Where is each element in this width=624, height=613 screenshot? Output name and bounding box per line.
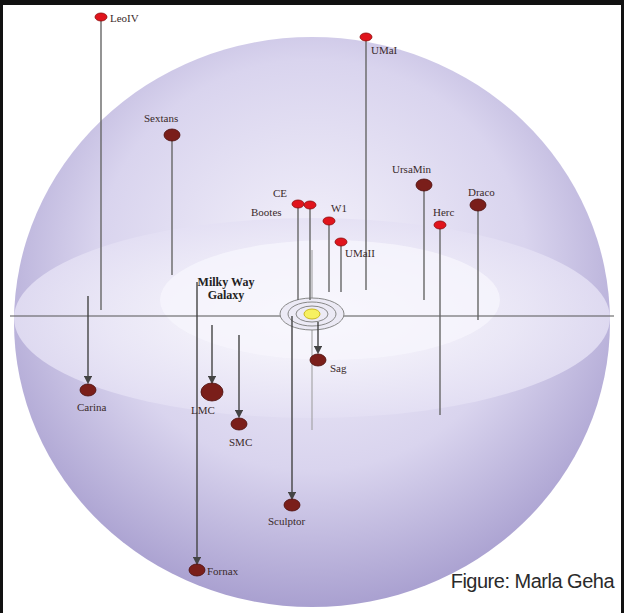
satellite-label: Sextans [144,112,178,124]
satellite-label: SMC [229,436,252,448]
satellite-label: LMC [191,404,215,416]
galaxy-label: Milky Way Galaxy [183,276,269,302]
satellite-label: UMaII [345,247,375,259]
satellite-label: LeoIV [110,12,139,24]
satellite-label: Fornax [207,565,238,577]
satellite-label: Draco [468,186,495,198]
satellite-label: CE [273,187,287,199]
satellite-label: W1 [331,202,347,214]
satellite-label: Sag [330,362,347,374]
figure-credit: Figure: Marla Geha [451,570,614,592]
satellite-label: Bootes [251,206,282,218]
satellite-label: Herc [433,206,454,218]
satellite-label: UrsaMin [392,163,431,175]
satellite-label: Sculptor [268,515,305,527]
satellite-label: UMaI [371,44,397,56]
satellite-label: Carina [77,401,106,413]
